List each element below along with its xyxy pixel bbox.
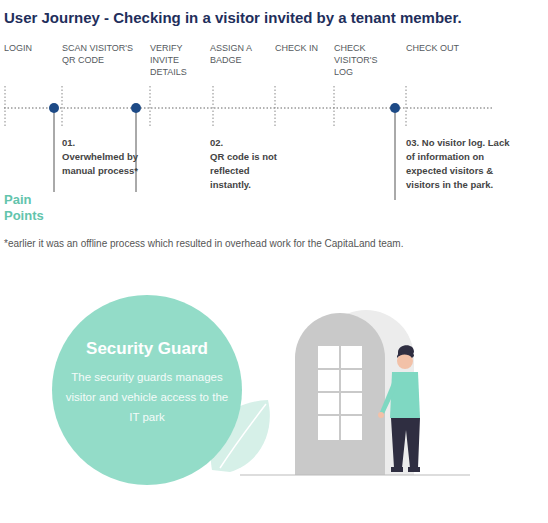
step-label: SCAN VISITOR'S QR CODE	[62, 42, 148, 66]
step-ticks	[5, 86, 406, 128]
person-figure	[378, 345, 420, 472]
timeline-line	[4, 108, 492, 109]
pain-point-text: 03. No visitor log. Lack of information …	[406, 136, 518, 192]
role-circle: Security GuardThe security guards manage…	[52, 295, 242, 485]
door	[295, 313, 385, 475]
role-heading: Security Guard	[86, 339, 208, 359]
callout-number: 01.	[62, 136, 140, 150]
pain-point-text: Overwhelmed by manual process*	[62, 150, 140, 178]
section-label: Pain Points	[4, 192, 54, 224]
circle-shape	[52, 295, 242, 485]
step-label: LOGIN	[4, 42, 56, 54]
diagram-title: User Journey - Checking in a visitor inv…	[4, 9, 462, 26]
step-label: VERIFY INVITE DETAILS	[150, 42, 204, 78]
step-label: CHECK VISITOR'S LOG	[334, 42, 394, 78]
step-label: ASSIGN A BADGE	[210, 42, 266, 66]
circle-content: Security GuardThe security guards manage…	[52, 295, 242, 485]
pain-point-text: QR code is not reflected instantly.	[210, 150, 292, 192]
leader-lines	[54, 108, 395, 200]
window-grid	[318, 346, 362, 440]
door-window	[318, 346, 362, 440]
ground-line	[240, 475, 470, 476]
pain-dots	[49, 103, 400, 113]
step-label: CHECK IN	[275, 42, 331, 54]
footnote: *earlier it was an offline process which…	[4, 237, 544, 250]
callout-number: 02.	[210, 136, 290, 150]
step-label: CHECK OUT	[406, 42, 496, 54]
role-description: The security guards manages visitor and …	[65, 367, 230, 427]
